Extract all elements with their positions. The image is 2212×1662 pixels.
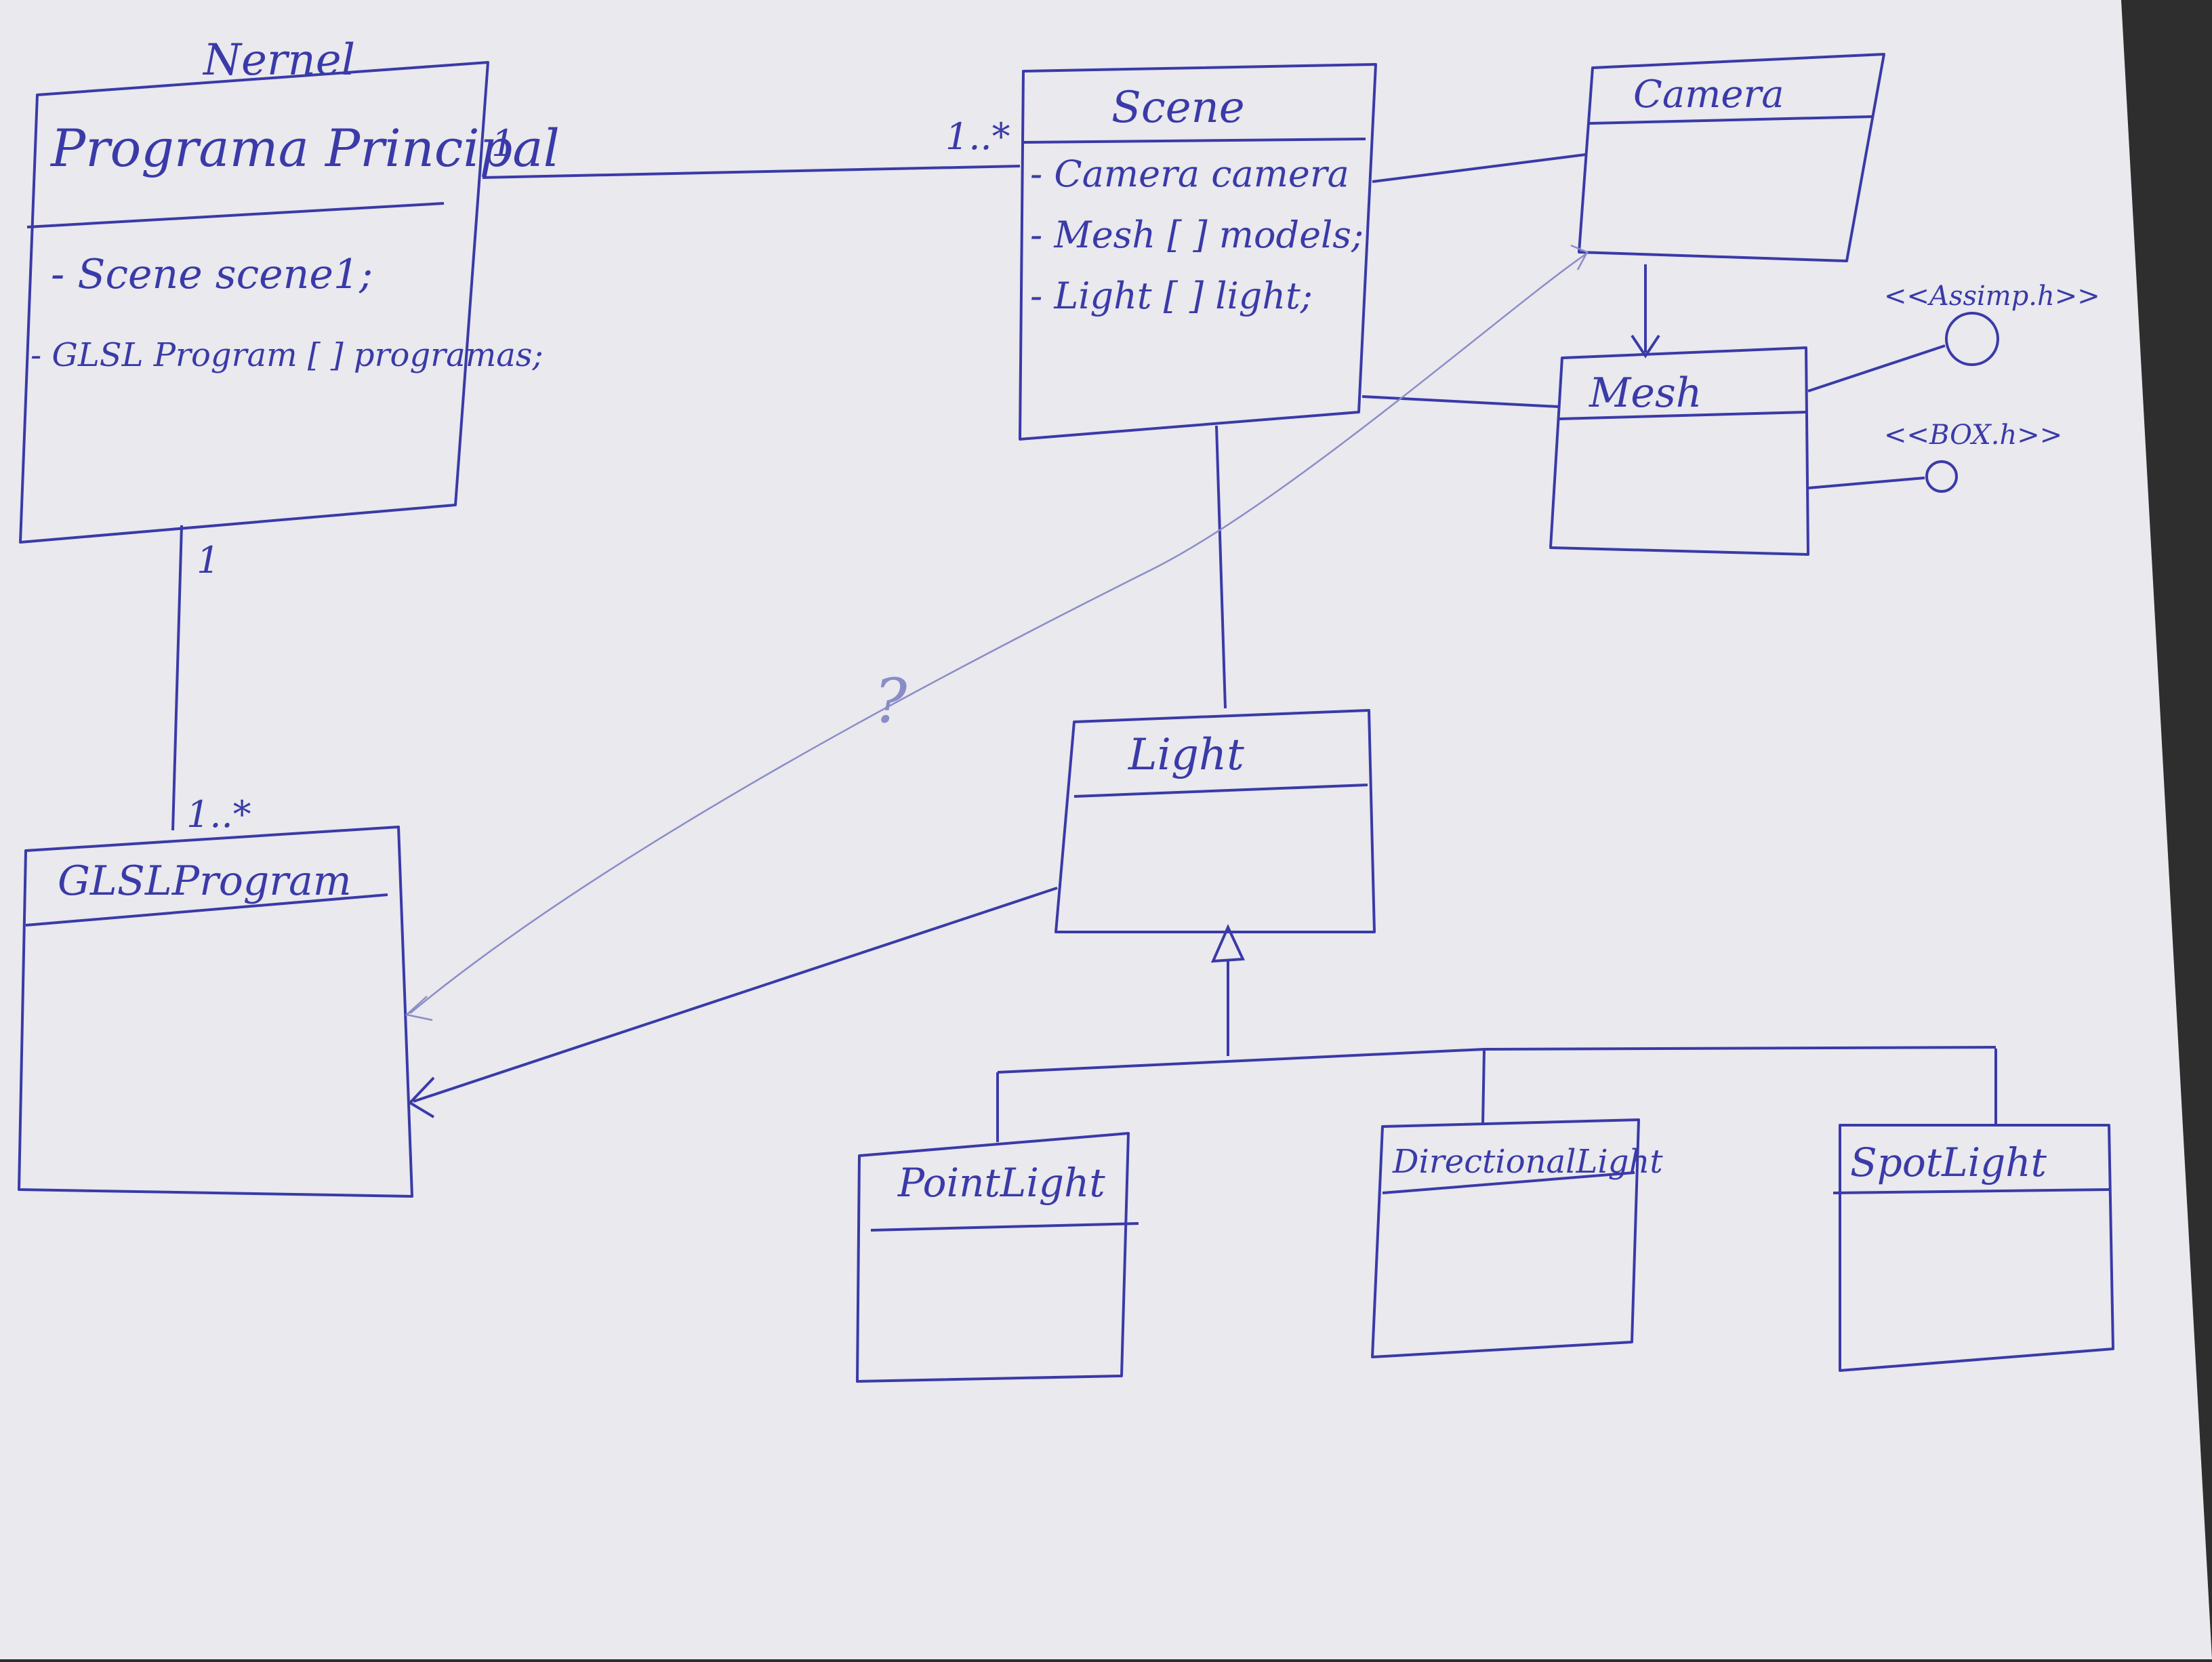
class-box [1054, 709, 1376, 933]
question-mark: ? [874, 666, 907, 737]
class-box [1371, 1118, 1640, 1358]
class-box [1578, 53, 1885, 262]
class-scene: Scene - Camera camera - Mesh [ ] models;… [1019, 63, 1377, 441]
class-name: DirectionalLight [1392, 1143, 1663, 1181]
class-attribute: - Scene scene1; [51, 251, 373, 298]
arrowhead [405, 996, 433, 1021]
class-spotlight: SpotLight [1832, 1124, 2114, 1372]
interface-label-box: <<BOX.h>> [1884, 420, 2062, 451]
association-principal-glsl [171, 525, 183, 831]
arrowhead [1631, 334, 1660, 359]
association-principal-scene [482, 165, 1021, 179]
multiplicity-label: 1 [491, 122, 514, 165]
class-attribute: - GLSL Program [ ] programas; [30, 336, 544, 374]
class-box [1839, 1124, 2114, 1372]
class-divider [25, 893, 388, 927]
inheritance-branch-directionallight [1481, 1050, 1486, 1126]
class-box [1019, 63, 1377, 441]
class-divider [1382, 1171, 1635, 1194]
class-attribute: - Camera camera [1030, 153, 1349, 195]
class-divider [1558, 411, 1807, 420]
class-name: Scene [1111, 83, 1245, 133]
class-name: Mesh [1589, 369, 1702, 417]
association-scene-light [1215, 425, 1227, 709]
class-divider [870, 1222, 1139, 1232]
class-box [856, 1132, 1130, 1383]
class-glslprogram: GLSLProgram [18, 826, 413, 1198]
dependency-camera-glsl [409, 253, 1586, 1014]
class-divider [1589, 115, 1875, 125]
class-divider [1073, 784, 1368, 798]
arrowhead [407, 1076, 435, 1118]
association-scene-camera [1372, 153, 1586, 183]
class-name: PointLight [897, 1160, 1105, 1206]
class-attribute: - Light [ ] light; [1030, 275, 1313, 317]
class-divider [1021, 138, 1366, 144]
interface-line-box [1807, 477, 1925, 489]
class-programa-principal: Programa Principal - Scene scene1; - GLS… [19, 61, 560, 544]
multiplicity-label: 1..* [945, 115, 1010, 158]
class-attribute: - Mesh [ ] models; [1030, 214, 1364, 256]
class-name: Light [1128, 730, 1244, 780]
inheritance-triangle [1210, 924, 1246, 963]
interface-line-assimp [1807, 344, 1946, 392]
interface-label-assimp: <<Assimp.h>> [1884, 281, 2100, 312]
class-box [1549, 346, 1809, 556]
class-directionallight: DirectionalLight [1371, 1118, 1663, 1358]
class-mesh: Mesh [1549, 346, 1809, 556]
class-divider [26, 202, 445, 228]
dependency-light-glsl [413, 887, 1058, 1103]
class-light: Light [1054, 709, 1376, 933]
association-scene-mesh [1361, 395, 1559, 408]
class-name: Camera [1633, 73, 1784, 117]
class-name: GLSLProgram [58, 857, 352, 905]
class-name: SpotLight [1850, 1139, 2047, 1185]
multiplicity-label: 1 [197, 539, 220, 582]
class-camera: Camera [1578, 53, 1885, 262]
interface-lollipop-box [1925, 460, 1958, 493]
class-divider [1832, 1188, 2110, 1194]
class-pointlight: PointLight [856, 1132, 1139, 1383]
inheritance-bar [997, 1046, 1996, 1074]
interface-lollipop-assimp [1945, 312, 1999, 366]
arrowhead [1570, 244, 1589, 270]
multiplicity-label: 1..* [186, 793, 251, 836]
class-name: Programa Principal [49, 118, 560, 178]
class-box [18, 826, 413, 1198]
class-box [19, 61, 489, 544]
